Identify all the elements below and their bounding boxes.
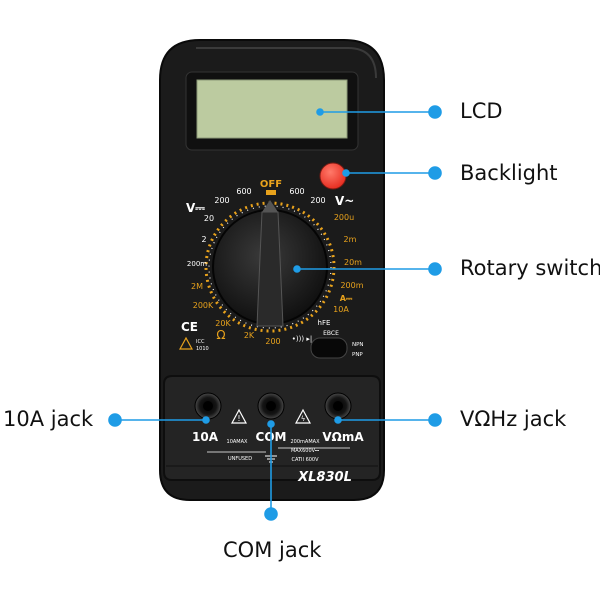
icc-line1: ICC bbox=[196, 339, 205, 345]
rotary-leader-dot-start bbox=[293, 265, 301, 273]
dial-dcv-200: 200 bbox=[214, 196, 229, 205]
dial-dca-2m: 2m bbox=[344, 235, 357, 244]
dial-ebce-label: EBCE bbox=[323, 330, 339, 337]
icc-line2: 1010 bbox=[196, 346, 209, 352]
callout-lines bbox=[108, 105, 442, 521]
com-leader-dot-start bbox=[267, 420, 275, 428]
body-highlight bbox=[196, 47, 377, 79]
dial-ohm-200k: 200K bbox=[193, 301, 214, 310]
dial-off-label: OFF bbox=[260, 179, 282, 190]
dial-npn-label: NPN bbox=[352, 342, 364, 348]
dial-ohm-2m: 2M bbox=[191, 282, 203, 291]
dial-ring-white bbox=[208, 205, 332, 329]
jack-10a-leader-dot-start bbox=[108, 413, 122, 427]
dial-off-marker bbox=[266, 190, 276, 195]
dial-dca-200u: 200u bbox=[334, 213, 354, 222]
callout-lcd: LCD bbox=[460, 99, 503, 123]
dial-dca-10a: 10A bbox=[333, 305, 349, 314]
lcd-leader-dot-end bbox=[428, 105, 442, 119]
dial-pnp-label: PNP bbox=[352, 352, 363, 358]
note-10a-max: 10AMAX bbox=[227, 439, 249, 445]
warning-icon-10a bbox=[230, 408, 248, 424]
vohm-leader-dot-start bbox=[334, 416, 342, 424]
dial-dca-20m: 20m bbox=[344, 258, 362, 267]
backlight-leader-dot-end bbox=[428, 166, 442, 180]
callout-10a-jack: 10A jack bbox=[3, 407, 94, 431]
note-10a-unfused: UNFUSED bbox=[228, 456, 252, 462]
dial-dcv-symbol: V⎓ bbox=[186, 201, 205, 215]
jack-10a-hole bbox=[203, 401, 213, 411]
note-vohm-line2: MAX600V⎓ bbox=[291, 448, 319, 454]
dial-dca-200m: 200m bbox=[340, 281, 363, 290]
dial-diode-symbol: •))) ▸| bbox=[292, 335, 312, 343]
dial-dcv-2: 2 bbox=[201, 235, 206, 244]
callout-backlight: Backlight bbox=[460, 161, 558, 185]
dial-dcv-20: 20 bbox=[204, 214, 214, 223]
jack-vohm-label: VΩmA bbox=[322, 430, 364, 444]
dial-dcv-600: 600 bbox=[236, 187, 251, 196]
note-vohm-line3: CATII 600V bbox=[291, 457, 319, 463]
dial-hfe-label: hFE bbox=[318, 319, 331, 327]
dial-acv-symbol: V~ bbox=[335, 194, 354, 208]
warning-icon-10a-mark: ! bbox=[237, 414, 240, 423]
dial-ohm-symbol: Ω bbox=[216, 328, 225, 342]
warning-icon-vohm bbox=[294, 408, 312, 424]
jack-panel bbox=[163, 375, 381, 481]
lcd-screen bbox=[196, 79, 348, 139]
warning-icon-vohm-mark: ϟ bbox=[301, 415, 306, 423]
backlight-leader-dot-start bbox=[342, 169, 350, 177]
ce-mark: CE bbox=[181, 320, 198, 334]
jack-vohm-hole bbox=[333, 401, 343, 411]
dial-ohm-2k: 2K bbox=[244, 331, 255, 340]
com-leader-dot-end bbox=[264, 507, 278, 521]
callout-vohmhz-jack: VΩHz jack bbox=[460, 407, 567, 431]
dial-dca-symbol: A⎓ bbox=[340, 294, 353, 303]
jack-com-hole bbox=[266, 401, 276, 411]
rotary-switch-pointer-tip bbox=[262, 200, 278, 212]
dial-ohm-200: 200 bbox=[265, 337, 280, 346]
dial-acv-200: 200 bbox=[310, 196, 325, 205]
rotary-leader-dot-end bbox=[428, 262, 442, 276]
jack-10a-leader-dot-end bbox=[202, 416, 210, 424]
callout-com-jack: COM jack bbox=[223, 538, 322, 562]
backlight-button[interactable] bbox=[319, 162, 347, 190]
dial-ohm-20k: 20K bbox=[215, 319, 231, 328]
callout-rotary-switch: Rotary switch bbox=[460, 256, 600, 280]
hfe-socket[interactable] bbox=[310, 337, 348, 359]
lcd-leader-dot-start bbox=[316, 108, 324, 116]
dial-acv-600: 600 bbox=[289, 187, 304, 196]
warning-icon-left bbox=[178, 336, 194, 350]
model-label: XL830L bbox=[297, 470, 352, 485]
dial-dcv-200m: 200m bbox=[187, 260, 207, 268]
rotary-switch-pointer bbox=[256, 211, 284, 327]
vohm-leader-dot-end bbox=[428, 413, 442, 427]
note-vohm-line1: 200mAMAX bbox=[291, 439, 321, 445]
jack-10a-label: 10A bbox=[192, 430, 219, 444]
